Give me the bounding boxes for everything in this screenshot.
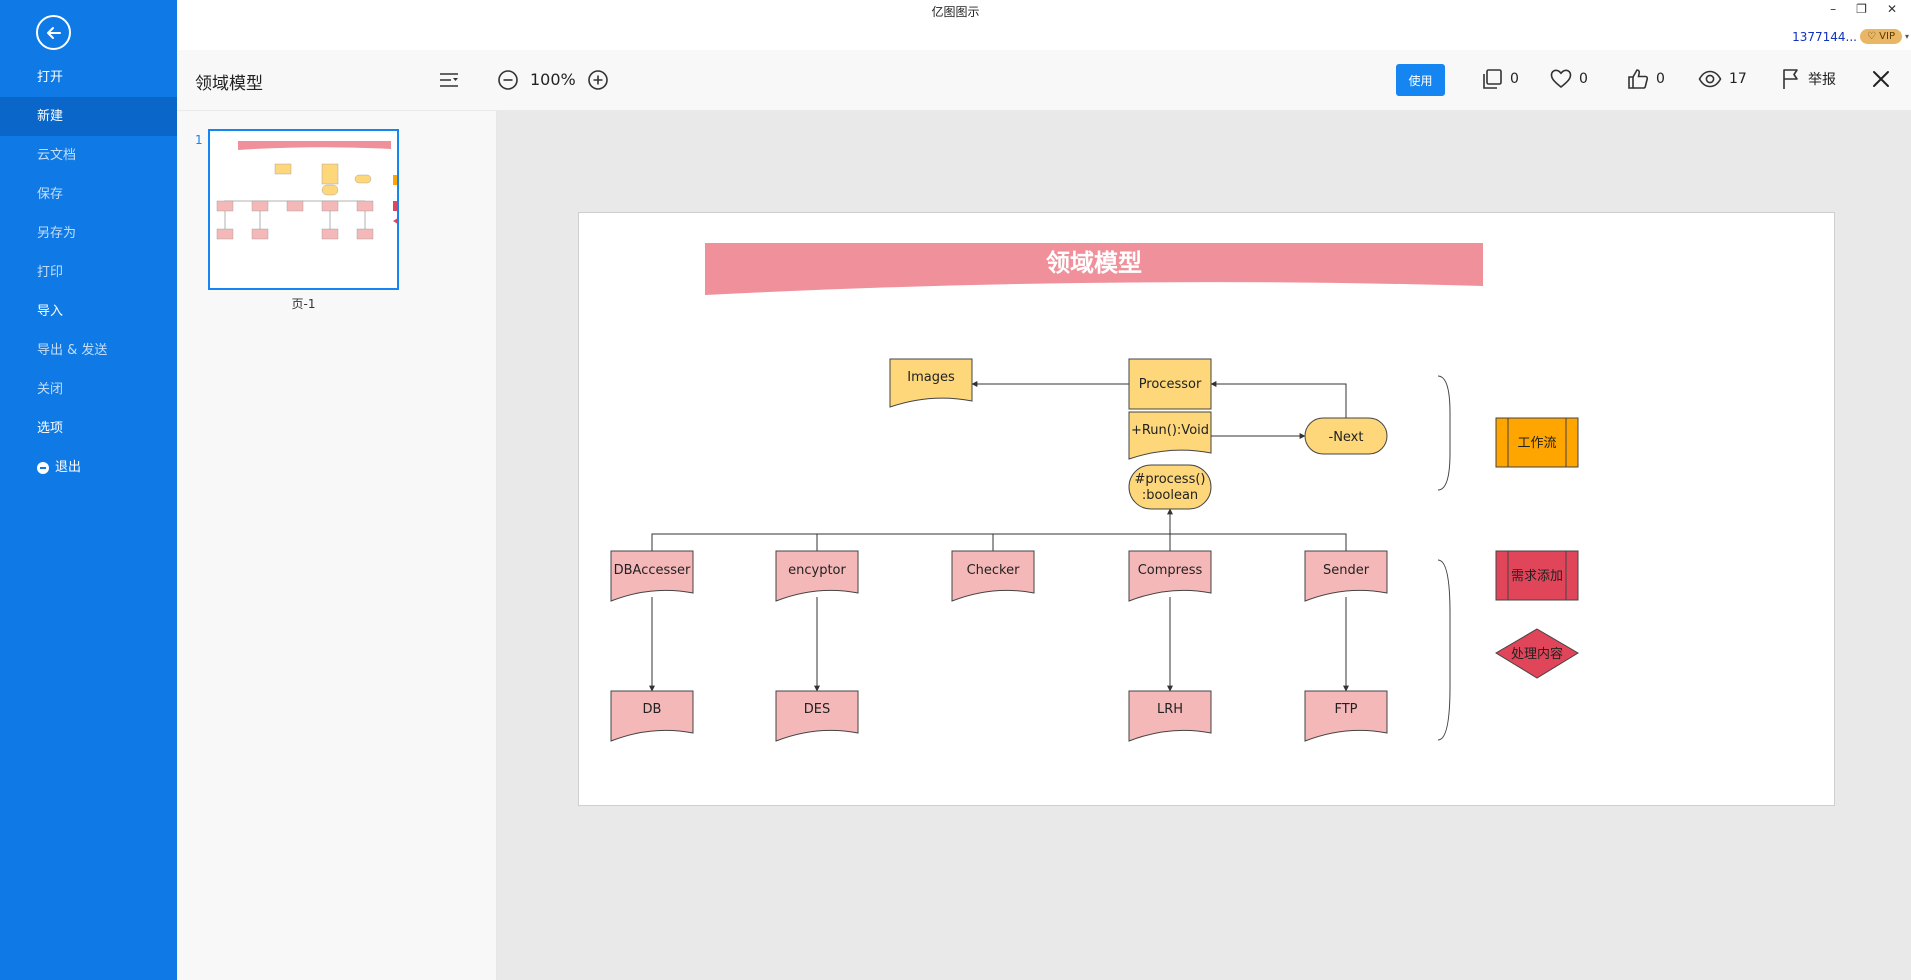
thumbs-up-icon [1628, 69, 1649, 89]
svg-text:LRH: LRH [1157, 702, 1183, 717]
outline-list-icon[interactable] [439, 70, 459, 90]
heart-icon [1550, 69, 1572, 89]
toolbar: 领域模型 100% 使用 0 0 [177, 50, 1911, 111]
user-name[interactable]: 1377144... [1792, 29, 1857, 44]
vip-badge[interactable]: ♡ VIP [1860, 29, 1902, 44]
page-label: 页-1 [291, 297, 316, 311]
legend-workflow[interactable]: 工作流 [1495, 417, 1579, 468]
node-checker[interactable]: Checker [951, 550, 1035, 602]
svg-text::boolean: :boolean [1142, 488, 1198, 503]
arrow-left-icon [46, 26, 61, 39]
use-template-button[interactable]: 使用 [1396, 64, 1445, 96]
diagram-title: 领域模型 [1046, 249, 1142, 277]
title-banner[interactable] [705, 243, 1483, 295]
node-run[interactable]: +Run():Void [1128, 411, 1212, 460]
menu-item-close[interactable]: 关闭 [37, 382, 64, 397]
exit-icon [37, 461, 49, 474]
svg-text:Sender: Sender [1323, 563, 1370, 578]
caret-down-icon[interactable]: ▾ [1904, 32, 1909, 41]
node-process[interactable]: #process() :boolean [1128, 464, 1212, 510]
menu-item-open[interactable]: 打开 [37, 70, 64, 85]
menu-item-export-send[interactable]: 导出 & 发送 [37, 343, 108, 358]
document-title: 领域模型 [195, 74, 263, 94]
svg-text:-Next: -Next [1329, 430, 1364, 445]
menu-item-cloud-docs[interactable]: 云文档 [37, 148, 77, 163]
close-preview-icon[interactable] [1869, 67, 1893, 91]
back-button[interactable] [36, 15, 71, 50]
node-next[interactable]: -Next [1304, 417, 1388, 455]
menu-item-import[interactable]: 导入 [37, 304, 64, 319]
svg-text:Compress: Compress [1138, 563, 1203, 578]
pages-panel: 1 [177, 111, 497, 980]
report-button[interactable]: 举报 [1781, 68, 1836, 90]
svg-text:FTP: FTP [1334, 702, 1357, 717]
node-processor[interactable]: Processor [1128, 358, 1212, 410]
page-number: 1 [195, 133, 203, 147]
menu-item-exit[interactable]: 退出 [0, 448, 177, 487]
node-ftp[interactable]: FTP [1304, 690, 1388, 742]
restore-icon[interactable]: ❐ [1856, 2, 1867, 16]
svg-text:DES: DES [804, 702, 830, 717]
user-account[interactable]: 1377144... ♡ VIP ▾ [1792, 29, 1909, 44]
node-images[interactable]: Images [889, 358, 973, 408]
legend-processing[interactable]: 处理内容 [1495, 628, 1579, 679]
copy-icon [1483, 69, 1502, 89]
menu-item-new[interactable]: 新建 [0, 97, 177, 136]
menu-item-save-as[interactable]: 另存为 [37, 226, 77, 241]
svg-text:Checker: Checker [967, 563, 1021, 578]
node-lrh[interactable]: LRH [1128, 690, 1212, 742]
svg-text:DB: DB [643, 702, 662, 717]
view-count: 17 [1698, 68, 1747, 90]
zoom-level[interactable]: 100% [530, 70, 576, 89]
flag-icon [1783, 69, 1798, 89]
zoom-in-icon[interactable] [587, 69, 609, 91]
connector-bus[interactable] [651, 509, 1347, 551]
file-sidebar: 打开 新建 云文档 保存 另存为 打印 导入 导出 & 发送 关闭 选项 退出 [0, 0, 177, 980]
svg-text:需求添加: 需求添加 [1511, 569, 1563, 584]
file-menu: 打开 新建 云文档 保存 另存为 打印 导入 导出 & 发送 关闭 选项 退出 [0, 58, 177, 487]
node-des[interactable]: DES [775, 690, 859, 742]
legend-requirement[interactable]: 需求添加 [1495, 550, 1579, 601]
node-db[interactable]: DB [610, 690, 694, 742]
node-sender[interactable]: Sender [1304, 550, 1388, 602]
menu-item-save[interactable]: 保存 [37, 187, 64, 202]
zoom-out-icon[interactable] [497, 69, 519, 91]
connector-next-processor[interactable] [1210, 381, 1347, 418]
app-title: 亿图图示 [931, 5, 980, 19]
svg-text:#process(): #process() [1135, 472, 1206, 487]
svg-text:+Run():Void: +Run():Void [1131, 423, 1209, 438]
svg-text:DBAccesser: DBAccesser [614, 563, 691, 578]
bracket-top[interactable] [1437, 375, 1451, 491]
svg-text:encyptor: encyptor [788, 563, 846, 578]
favorite-count[interactable]: 0 [1550, 68, 1588, 90]
thumbnail-preview [210, 131, 397, 288]
menu-item-options[interactable]: 选项 [37, 421, 64, 436]
svg-text:工作流: 工作流 [1517, 436, 1556, 451]
node-compress[interactable]: Compress [1128, 550, 1212, 602]
node-dbaccesser[interactable]: DBAccesser [610, 550, 694, 602]
title-bar: 亿图图示 – ❐ ✕ 1377144... ♡ VIP ▾ [177, 0, 1911, 50]
svg-text:Images: Images [907, 370, 955, 385]
copy-count[interactable]: 0 [1481, 68, 1519, 90]
page-thumbnail[interactable] [208, 129, 399, 290]
svg-text:处理内容: 处理内容 [1511, 646, 1563, 662]
node-encyptor[interactable]: encyptor [775, 550, 859, 602]
window-controls: – ❐ ✕ [1830, 2, 1897, 16]
eye-icon [1698, 70, 1722, 88]
window-close-icon[interactable]: ✕ [1886, 2, 1897, 16]
diagram-canvas[interactable]: 领域模型 Images Processor [579, 213, 1835, 806]
diagram-page[interactable]: 领域模型 Images Processor [578, 212, 1835, 806]
canvas-area[interactable]: 领域模型 Images Processor [497, 111, 1911, 980]
bracket-bottom[interactable] [1437, 559, 1451, 741]
like-count[interactable]: 0 [1627, 68, 1665, 90]
minimize-icon[interactable]: – [1830, 2, 1837, 16]
menu-item-print[interactable]: 打印 [37, 265, 64, 280]
svg-text:Processor: Processor [1139, 377, 1202, 392]
